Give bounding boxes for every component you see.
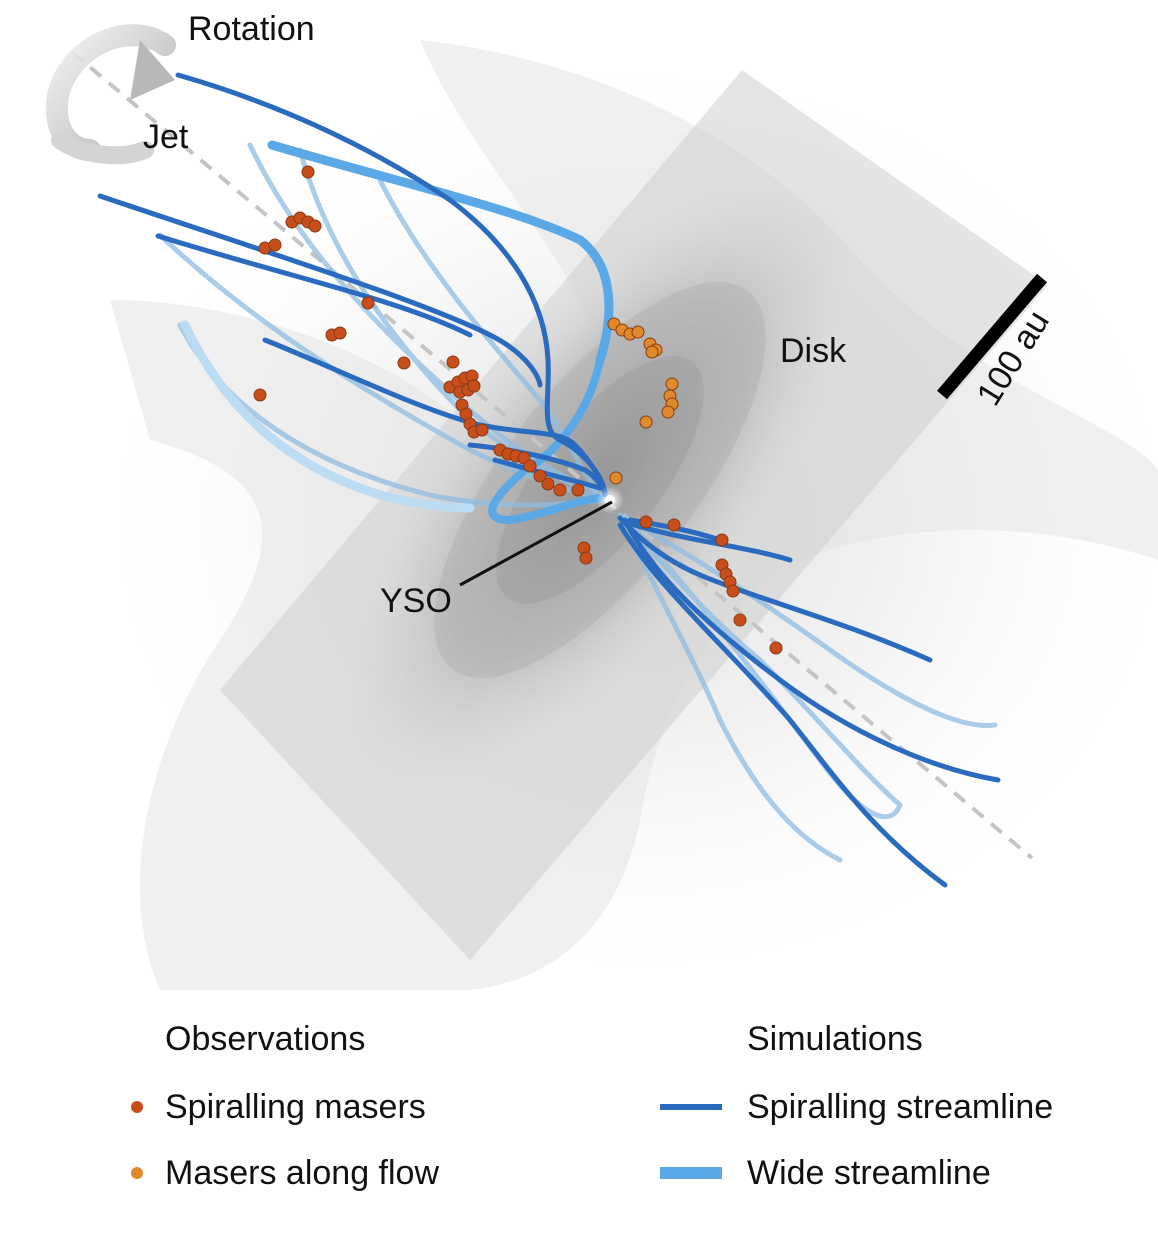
spiralling-maser-dot bbox=[467, 379, 481, 393]
flow-maser-dot bbox=[665, 377, 679, 391]
spiralling-maser-dot bbox=[301, 165, 315, 179]
legend-observations-heading: Observations bbox=[165, 1020, 365, 1058]
spiralling-maser-dot bbox=[553, 483, 567, 497]
spiralling-maser-dot bbox=[571, 483, 585, 497]
legend-wide-streamline-label: Wide streamline bbox=[747, 1154, 991, 1192]
scale-bar bbox=[937, 273, 1047, 400]
rotation-arrow-icon bbox=[45, 24, 176, 165]
spiralling-streamlines bbox=[97, 72, 1001, 888]
spiralling-maser-dot bbox=[726, 584, 740, 598]
spiralling-maser-dot bbox=[733, 613, 747, 627]
spiralling-maser-dot bbox=[268, 238, 282, 252]
wide-streamlines bbox=[180, 140, 614, 525]
legend-spiralling-maser-label: Spiralling masers bbox=[165, 1088, 426, 1126]
spiralling-maser-dot bbox=[333, 326, 347, 340]
rotation-label: Rotation bbox=[188, 10, 315, 48]
spiralling-maser-dot bbox=[523, 459, 537, 473]
spiralling-maser-dot bbox=[769, 641, 783, 655]
spiralling-maser-dot bbox=[446, 355, 460, 369]
legend-flow-maser-label: Masers along flow bbox=[165, 1154, 439, 1192]
spiralling-maser-dot bbox=[579, 551, 593, 565]
flow-maser-dot bbox=[661, 405, 675, 419]
legend: Observations Simulations Spiralling mase… bbox=[131, 1020, 1053, 1192]
legend-simulations-heading: Simulations bbox=[747, 1020, 923, 1058]
yso-label: YSO bbox=[380, 582, 452, 620]
spiralling-maser-dot bbox=[308, 219, 322, 233]
spiralling-maser-dot bbox=[715, 533, 729, 547]
yso-pointer bbox=[459, 500, 613, 587]
legend-spiralling-streamline-label: Spiralling streamline bbox=[747, 1088, 1053, 1126]
legend-flow-maser-marker bbox=[131, 1167, 143, 1179]
flow-masers bbox=[607, 317, 679, 485]
disk-label: Disk bbox=[780, 332, 847, 370]
spiralling-maser-dot bbox=[397, 356, 411, 370]
legend-spiralling-maser-marker bbox=[131, 1101, 143, 1113]
spiralling-maser-dot bbox=[533, 469, 547, 483]
flow-maser-dot bbox=[639, 415, 653, 429]
flow-maser-dot bbox=[631, 325, 645, 339]
spiralling-maser-dot bbox=[253, 388, 267, 402]
spiralling-maser-dot bbox=[667, 518, 681, 532]
spiralling-maser-dot bbox=[541, 477, 555, 491]
spiralling-maser-dot bbox=[639, 515, 653, 529]
spiralling-masers bbox=[253, 165, 783, 655]
flow-maser-dot bbox=[645, 345, 659, 359]
spiralling-maser-dot bbox=[475, 423, 489, 437]
flow-maser-dot bbox=[609, 471, 623, 485]
jet-label: Jet bbox=[143, 118, 189, 156]
spiralling-maser-dot bbox=[361, 296, 375, 310]
